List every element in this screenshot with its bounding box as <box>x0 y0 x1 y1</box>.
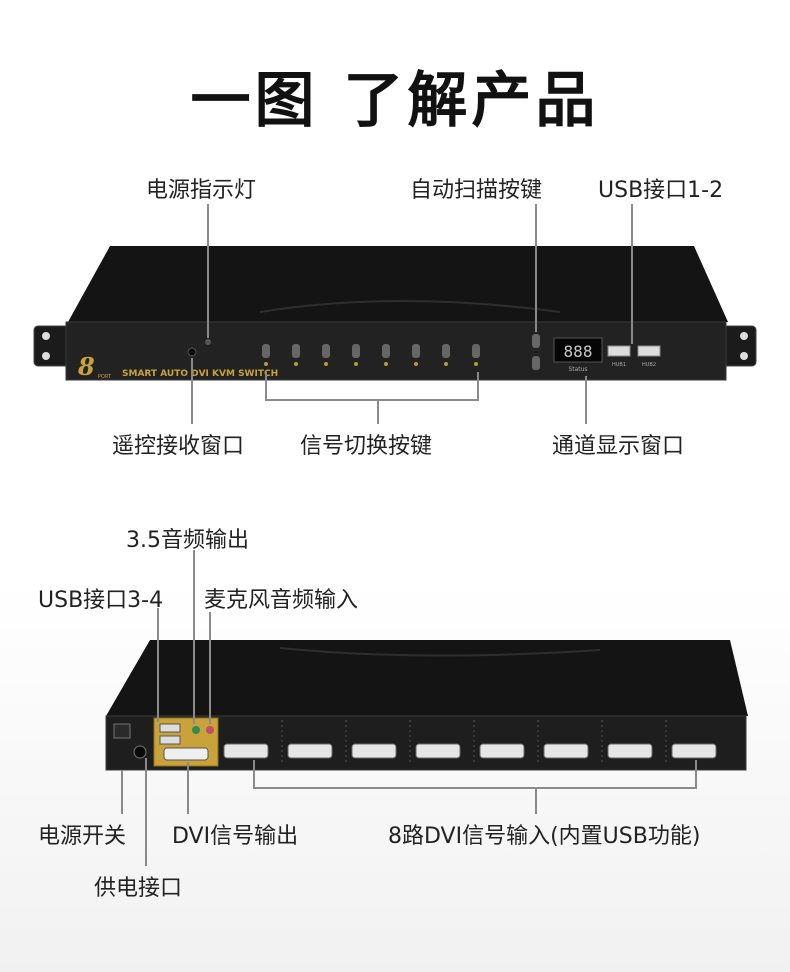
front-lead-lines <box>191 204 633 424</box>
channel-button-4[interactable] <box>352 344 360 358</box>
brand-number: 8 <box>77 352 95 381</box>
usb-rear-label: USB接口3-4 <box>38 588 164 613</box>
dvi-in-label: 8路DVI信号输入(内置USB功能) <box>388 824 701 849</box>
channel-display <box>553 337 603 363</box>
channel-buttons <box>262 344 480 366</box>
remote-receiver <box>187 347 197 357</box>
mic-in-label: 麦克风音频输入 <box>204 588 359 613</box>
channel-button-3[interactable] <box>322 344 330 358</box>
left-rack-ear <box>33 325 71 367</box>
power-jack-label: 供电接口 <box>94 876 183 901</box>
power-led <box>205 339 211 345</box>
auto-scan-button[interactable] <box>532 334 540 348</box>
channel-button-7[interactable] <box>442 344 450 358</box>
usb-front-label: USB接口1-2 <box>598 178 724 203</box>
channel-button-5[interactable] <box>382 344 390 358</box>
power-switch-label: 电源开关 <box>38 824 127 849</box>
channel-button-6[interactable] <box>412 344 420 358</box>
channel-button-1[interactable] <box>262 344 270 358</box>
scan-button[interactable] <box>532 356 540 370</box>
channel-button-8[interactable] <box>472 344 480 358</box>
page-title: 一图 了解产品 <box>190 66 600 136</box>
audio-out-label: 3.5音频输出 <box>126 528 249 553</box>
power-led-label: 电源指示灯 <box>146 178 257 203</box>
remote-label: 遥控接收窗口 <box>112 434 245 459</box>
auto-scan-label: 自动扫描按键 <box>410 178 543 203</box>
brand-port: PORT <box>98 374 112 380</box>
status-label: Status <box>568 366 587 373</box>
dvi-out-label: DVI信号输出 <box>172 824 299 849</box>
switch-buttons-label: 信号切换按键 <box>300 434 433 459</box>
usb-port-2[interactable] <box>637 345 661 357</box>
display-digits: 888 <box>564 342 593 361</box>
channel-display-label: 通道显示窗口 <box>552 434 685 459</box>
usb-port-1[interactable] <box>607 345 631 357</box>
hub1-label: HUB1 <box>612 362 626 368</box>
channel-button-2[interactable] <box>292 344 300 358</box>
brand-text: SMART AUTO DVI KVM SWITCH <box>122 369 278 379</box>
hub2-label: HUB2 <box>642 362 656 368</box>
